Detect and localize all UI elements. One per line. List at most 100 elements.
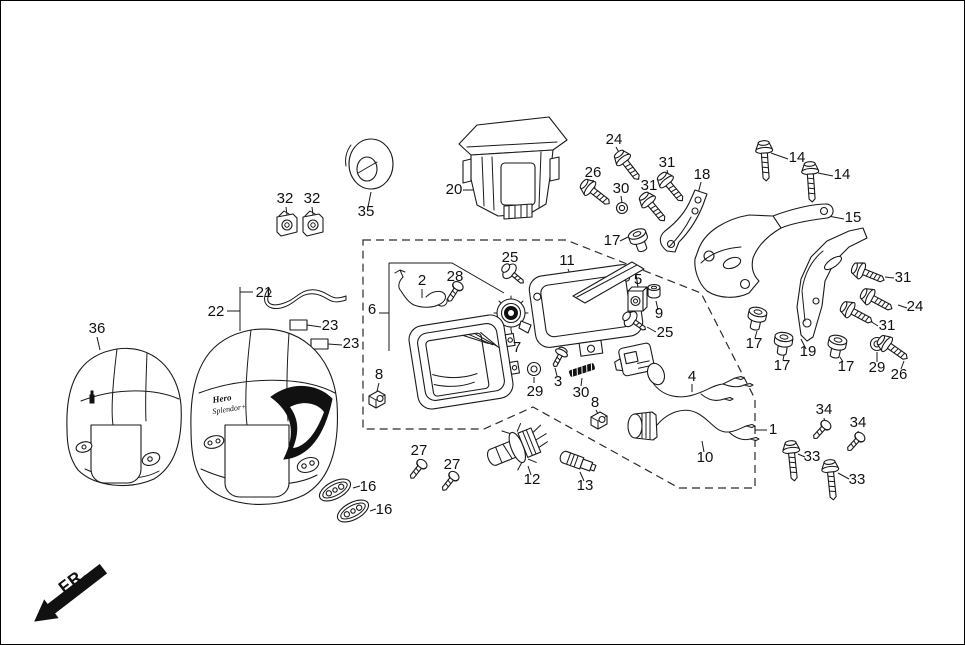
label-28: 28 (447, 268, 464, 285)
label-31-right-upper: 31 (895, 269, 912, 286)
headlight-lens-part (408, 314, 520, 410)
label-22: 22 (208, 303, 225, 320)
sticker-23-upper-part (289, 319, 308, 331)
label-20: 20 (446, 181, 463, 198)
label-23-upper: 23 (322, 317, 339, 334)
label-26-right: 26 (891, 366, 908, 383)
callout-labels: 24 26 30 31 31 18 14 14 15 17 35 32 32 2… (89, 131, 924, 518)
label-31-right-lower: 31 (879, 317, 896, 334)
label-21: 21 (256, 284, 273, 301)
label-16-upper: 16 (360, 478, 377, 495)
label-8-left: 8 (375, 366, 383, 383)
label-31-top-left: 31 (641, 177, 658, 194)
label-29-right: 29 (869, 359, 886, 376)
label-35: 35 (358, 203, 375, 220)
sticker-23-lower-part (310, 338, 329, 350)
bulb-13-part (559, 450, 597, 472)
bracket-19-part (796, 227, 868, 342)
label-23-lower: 23 (343, 335, 360, 352)
wire-clip-2-part (394, 269, 448, 308)
label-4: 4 (688, 368, 696, 385)
label-25-left: 25 (502, 249, 519, 266)
label-2: 2 (418, 272, 426, 289)
nut-8-left-part (368, 390, 386, 409)
label-6: 6 (368, 301, 376, 318)
label-24-right: 24 (907, 298, 924, 315)
label-18: 18 (694, 166, 711, 183)
label-34-left: 34 (816, 401, 833, 418)
grommet-17-right-part (824, 333, 849, 361)
grommet-17-top-part (626, 226, 653, 255)
socket-10-part (627, 409, 760, 442)
washer-29-mid-part (526, 361, 542, 377)
socket-7-part (493, 295, 532, 334)
label-26-top: 26 (585, 164, 602, 181)
label-17-left: 17 (746, 335, 763, 352)
label-11: 11 (559, 252, 575, 269)
label-33-left: 33 (804, 448, 821, 465)
label-19: 19 (800, 343, 817, 360)
nut-5-part (627, 286, 648, 312)
label-3: 3 (554, 373, 562, 390)
group-6-bracket-line (379, 262, 505, 351)
case-20-part (458, 116, 568, 220)
label-36: 36 (89, 320, 106, 337)
rim-11-part (528, 261, 645, 357)
front-direction-indicator: FR. (34, 564, 108, 622)
label-15: 15 (845, 209, 862, 226)
cap-9-part (647, 283, 661, 299)
label-7: 7 (513, 339, 521, 356)
label-16-lower: 16 (376, 501, 393, 518)
fr-label: FR. (55, 564, 91, 597)
label-27-left: 27 (411, 442, 428, 459)
label-27-right: 27 (444, 456, 461, 473)
label-14-upper: 14 (789, 149, 806, 166)
label-17-right: 17 (838, 358, 855, 375)
harness-4-part (614, 342, 754, 402)
bolt-31-top-right-part (653, 168, 690, 207)
label-24-top: 24 (606, 131, 623, 148)
label-30-mid: 30 (573, 384, 590, 401)
label-10: 10 (697, 449, 714, 466)
label-30-top: 30 (613, 180, 630, 197)
nut-8-mid-part (590, 411, 608, 430)
label-8-mid: 8 (591, 394, 599, 411)
label-1: 1 (769, 421, 777, 438)
label-32-right: 32 (304, 190, 321, 207)
stud-30-part (569, 363, 595, 377)
grommet-35-part (345, 138, 394, 190)
bolt-14-upper-part (754, 139, 776, 183)
label-32-left: 32 (277, 190, 294, 207)
screw-27-right-part (438, 468, 462, 495)
label-29-mid: 29 (527, 383, 544, 400)
bolt-31-right-upper-part (848, 258, 888, 289)
label-33-right: 33 (849, 471, 866, 488)
visor-36-part (66, 347, 182, 487)
screw-27-left-part (406, 456, 430, 483)
bolt-33-left-part (781, 439, 804, 483)
label-5: 5 (634, 271, 642, 288)
bolt-14-lower-part (800, 160, 822, 204)
clip-32-left-part (276, 210, 298, 237)
label-31-top-right: 31 (659, 154, 676, 171)
visor-22-part: Hero Splendor+ (190, 328, 339, 505)
screw-34-right-part (843, 429, 868, 455)
bracket-18-part (659, 189, 708, 253)
screw-3-part (547, 344, 571, 371)
grommet-17-mid-part (772, 330, 795, 357)
label-14-lower: 14 (834, 166, 851, 183)
label-34-right: 34 (850, 414, 867, 431)
visor-logo-brand: Hero (211, 392, 233, 405)
screw-34-left-part (809, 417, 834, 443)
pad-16-lower-part (333, 494, 373, 528)
label-17-mid: 17 (774, 357, 791, 374)
trim-21-part (264, 287, 347, 310)
label-12: 12 (524, 471, 541, 488)
bolt-24-right-part (857, 284, 897, 317)
clip-32-right-part (302, 210, 324, 237)
grommet-17-left-part (744, 305, 769, 333)
stay-15-part (694, 203, 834, 298)
bolt-31-top-left-part (635, 188, 672, 227)
